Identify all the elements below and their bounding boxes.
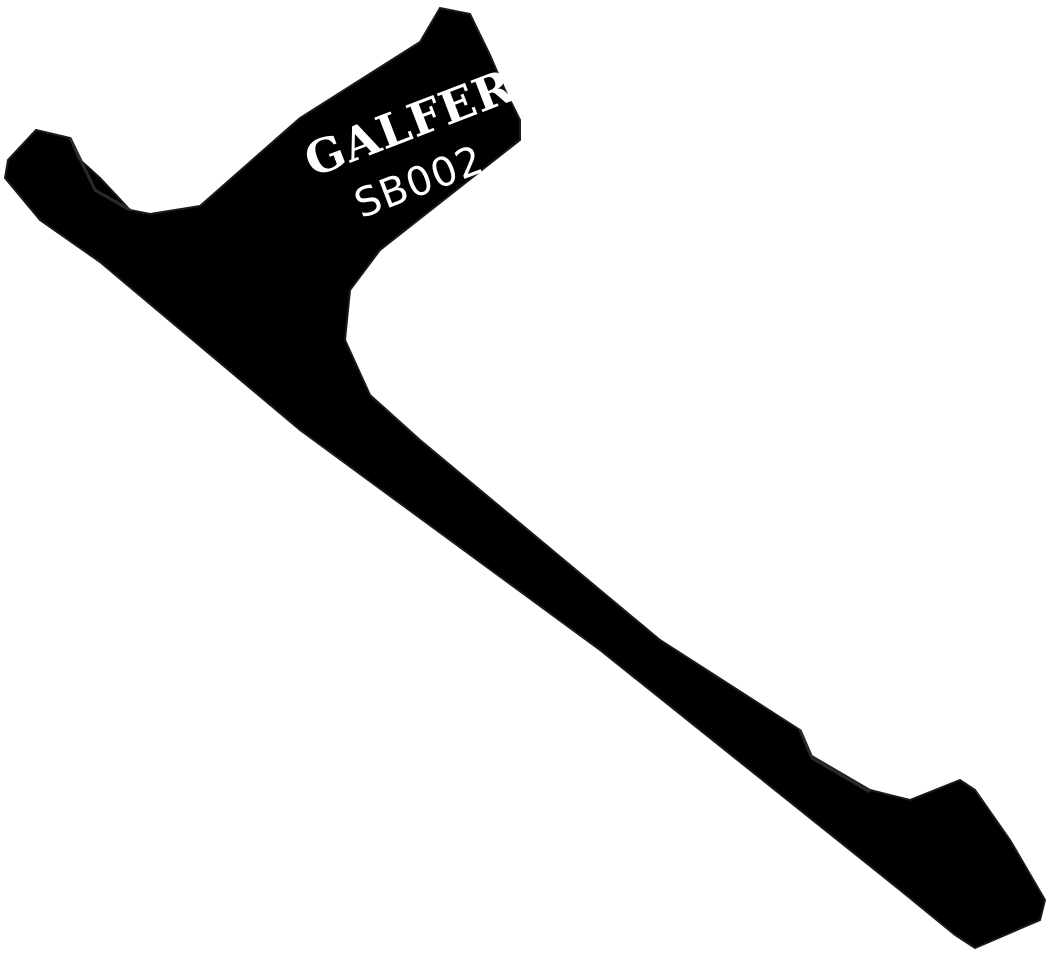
bottom-tab-notch [798, 729, 871, 794]
left-tab-notch [68, 137, 131, 212]
bracket-body [3, 6, 1047, 950]
